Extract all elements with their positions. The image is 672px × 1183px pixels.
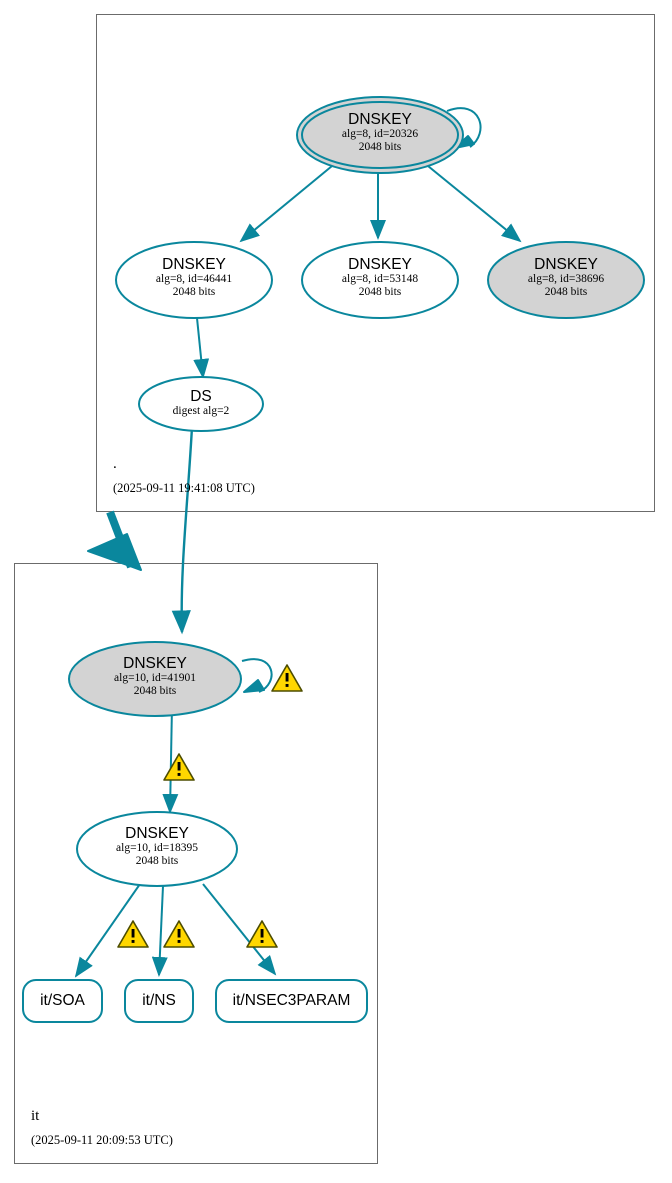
warning-icon-it-zsk-to-soa[interactable] [117,920,149,948]
zone-name-it: it [31,1108,40,1124]
edge-delegation-root-to-it [87,510,142,571]
edge-root-zsk-46441-to-ds [193,317,210,379]
node-root-zsk-53148[interactable] [301,241,459,319]
zone-timestamp-root: (2025-09-11 19:41:08 UTC) [113,481,255,495]
edge-it-ksk-self-signature [241,658,273,693]
node-it-ns[interactable] [124,979,194,1023]
node-label-it-nsec3param: it/NSEC3PARAM [232,992,351,1009]
edge-it-ksk-to-zsk [162,705,179,814]
node-it-nsec3param[interactable] [215,979,368,1023]
node-it-zsk-18395[interactable] [76,811,238,887]
warning-icon-it-zsk-to-ns[interactable] [163,920,195,948]
node-root-zsk-38696[interactable] [487,241,645,319]
node-root-zsk-46441[interactable] [115,241,273,319]
edge-root-ds-to-it-ksk [171,426,194,635]
edge-it-zsk-to-soa [74,883,141,978]
zone-box-it [14,563,378,1164]
edge-it-zsk-to-nsec3param [202,883,277,976]
node-it-ksk-41901[interactable] [68,641,242,717]
edge-it-zsk-to-ns [151,885,168,977]
node-root-ds-digest2[interactable] [138,376,264,432]
warning-icon-it-ksk-self[interactable] [271,664,303,692]
zone-name-root: . [113,456,117,472]
edge-root-ksk-to-zsk-38696 [427,165,522,243]
node-root-ksk-20326[interactable] [296,96,464,174]
warning-icon-it-zsk-to-nsec3param[interactable] [246,920,278,948]
zone-timestamp-it: (2025-09-11 20:09:53 UTC) [31,1133,173,1147]
node-label-it-soa: it/SOA [40,992,85,1009]
warning-icon-it-ksk-to-zsk[interactable] [163,753,195,781]
zone-box-root [96,14,655,512]
edge-root-ksk-to-zsk-46441 [239,165,333,243]
node-it-soa[interactable] [22,979,103,1023]
node-label-it-ns: it/NS [142,992,176,1009]
